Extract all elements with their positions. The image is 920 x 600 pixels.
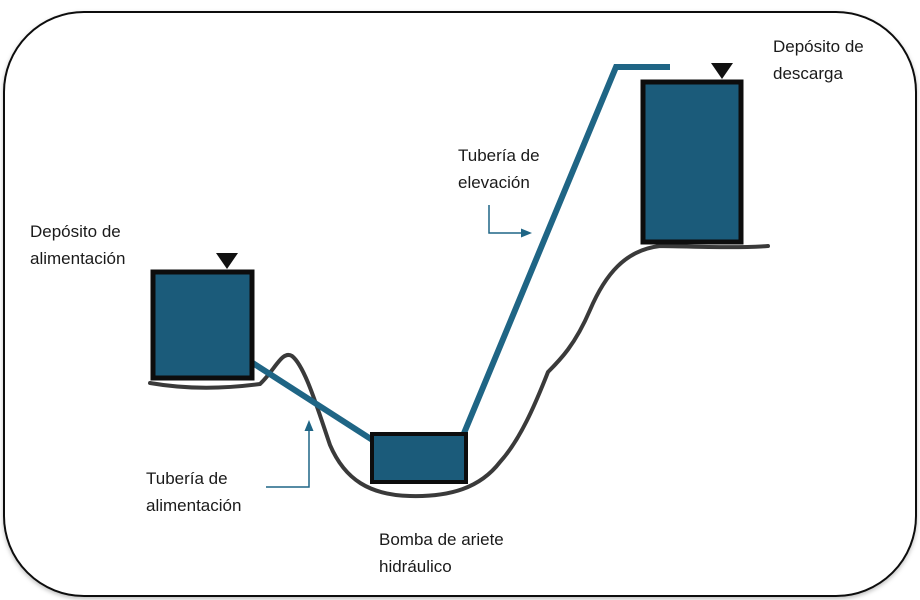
delivery-pipe — [459, 64, 670, 440]
delivery-pipe-label: Tubería de elevación — [458, 142, 540, 196]
supply-tank-label: Depósito de alimentación — [30, 218, 125, 272]
drive-pipe — [246, 357, 376, 444]
drive-pipe-arrowhead — [304, 420, 314, 431]
drive-pipe-label-line-1: Tubería de — [146, 469, 228, 488]
delivery-pipe-label-line-1: Tubería de — [458, 146, 540, 165]
discharge-tank-label-line-1: Depósito de — [773, 37, 864, 56]
ram-pump-label: Bomba de ariete hidráulico — [379, 526, 504, 580]
ram-pump — [370, 432, 468, 484]
drive-pipe-label: Tubería de alimentación — [146, 465, 241, 519]
drive-pipe-callout-arrow — [266, 430, 310, 488]
supply-tank — [150, 269, 255, 381]
delivery-pipe-arrowhead — [521, 228, 532, 238]
ground-profile — [148, 243, 770, 499]
delivery-pipe-callout-arrow — [488, 205, 522, 234]
drive-pipe-label-line-2: alimentación — [146, 496, 242, 515]
supply-tank-label-line-1: Depósito de — [30, 222, 121, 241]
ram-pump-label-line-2: hidráulico — [379, 557, 452, 576]
discharge-tank-label: Depósito de descarga — [773, 33, 864, 87]
ram-pump-label-line-1: Bomba de ariete — [379, 530, 504, 549]
delivery-pipe-label-line-2: elevación — [458, 173, 530, 192]
supply-tank-label-line-2: alimentación — [30, 249, 126, 268]
supply-water-level-marker — [216, 253, 238, 269]
discharge-water-level-marker — [711, 63, 733, 79]
diagram-frame — [3, 11, 917, 597]
discharge-tank — [640, 79, 744, 245]
discharge-tank-label-line-2: descarga — [773, 64, 843, 83]
